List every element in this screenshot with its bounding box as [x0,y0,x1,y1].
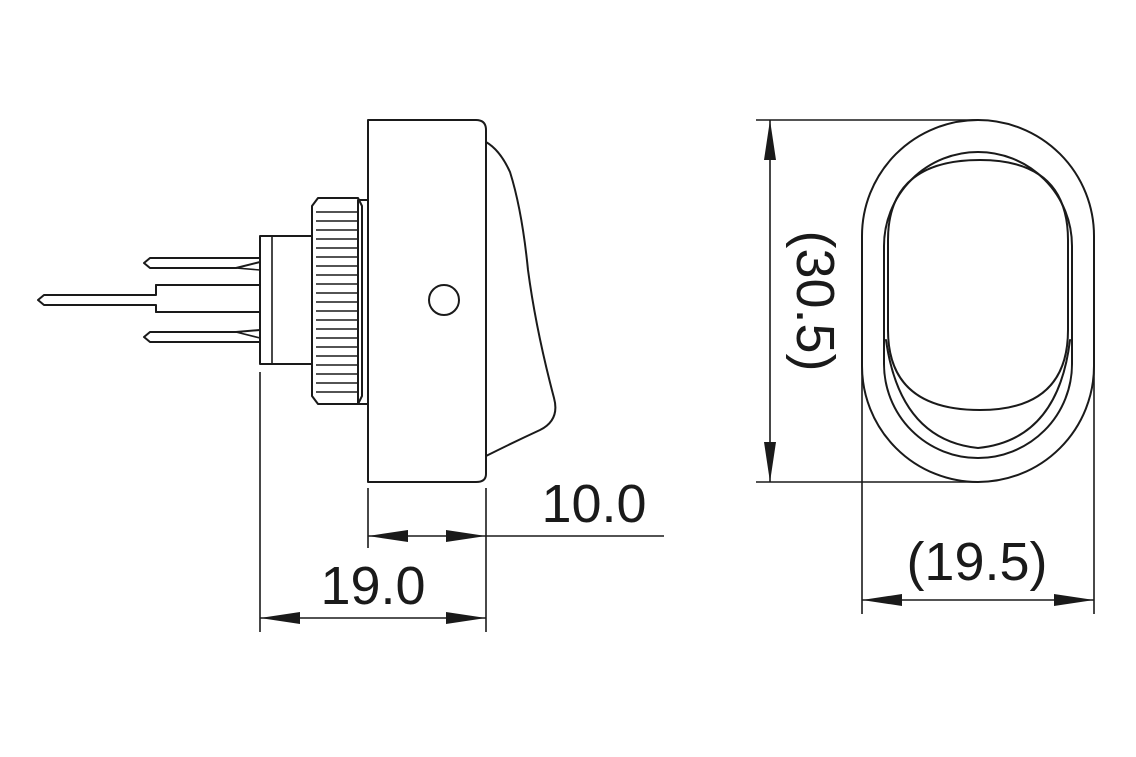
terminal-pins [37,257,261,343]
outer-bezel [861,119,1095,483]
inner-bezel [883,151,1073,459]
threaded-nut [311,197,363,405]
side-view [37,119,557,483]
side-view-dimensions: 19.0 10.0 [259,372,664,632]
dim-label-width: (19.5) [906,532,1047,592]
dim-label-rocker-height: 10.0 [541,474,646,534]
rocker-actuator [485,141,557,457]
dim-label-height: (30.5) [785,230,845,371]
front-view [861,119,1095,483]
led-indicator [428,284,460,316]
switch-housing [367,119,487,483]
terminal-base [259,235,313,365]
rocker-face [887,159,1069,411]
front-view-dimensions: (30.5) (19.5) [756,119,1095,614]
dim-label-total-depth: 19.0 [320,556,425,616]
rocker-lower-contour [885,339,1071,449]
